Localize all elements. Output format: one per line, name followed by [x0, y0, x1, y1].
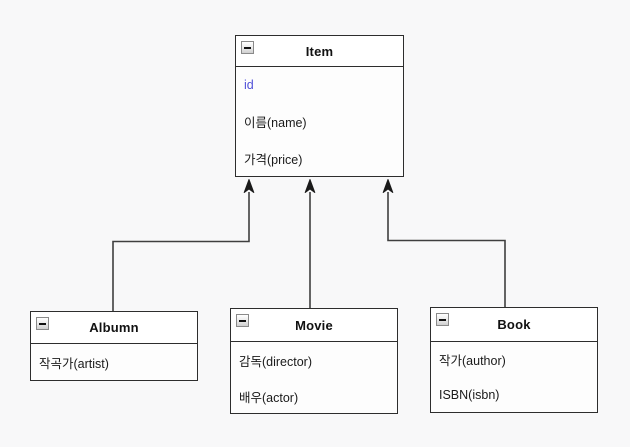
field-price[interactable]: 가격(price)	[244, 152, 303, 167]
arrowhead-icon	[382, 179, 394, 193]
field-author[interactable]: 작가(author)	[439, 354, 506, 368]
class-title: Movie	[295, 317, 333, 333]
arrowhead-icon	[304, 179, 316, 193]
class-title: Albumn	[89, 320, 139, 335]
class-title-bar[interactable]: Item	[236, 36, 403, 67]
class-fields: id 이름(name) 가격(price)	[236, 67, 403, 177]
minus-glyph	[244, 46, 251, 49]
connector-book-to-item[interactable]	[382, 179, 506, 308]
field-artist[interactable]: 작곡가(artist)	[39, 356, 109, 371]
class-title: Item	[305, 43, 334, 59]
connector-albumn-to-item[interactable]	[112, 179, 255, 312]
arrowhead-icon	[243, 179, 255, 193]
minus-glyph	[239, 319, 246, 322]
field-name[interactable]: 이름(name)	[244, 116, 307, 131]
class-box-item[interactable]: Item id 이름(name) 가격(price)	[235, 35, 404, 177]
minus-glyph	[439, 318, 446, 321]
collapse-minus-icon[interactable]	[241, 41, 254, 54]
class-box-albumn[interactable]: Albumn 작곡가(artist)	[30, 311, 198, 381]
class-fields: 감독(director) 배우(actor)	[231, 342, 397, 414]
collapse-minus-icon[interactable]	[236, 314, 249, 327]
class-title-bar[interactable]: Albumn	[31, 312, 197, 344]
field-isbn[interactable]: ISBN(isbn)	[439, 387, 500, 402]
class-title-bar[interactable]: Book	[431, 308, 597, 342]
collapse-minus-icon[interactable]	[36, 317, 49, 330]
class-fields: 작곡가(artist)	[31, 344, 197, 380]
collapse-minus-icon[interactable]	[436, 313, 449, 326]
class-box-movie[interactable]: Movie 감독(director) 배우(actor)	[230, 308, 398, 414]
minus-glyph	[39, 322, 46, 325]
connector-movie-to-item[interactable]	[304, 179, 316, 309]
field-id[interactable]: id	[244, 78, 254, 93]
class-box-book[interactable]: Book 작가(author) ISBN(isbn)	[430, 307, 598, 413]
class-title-bar[interactable]: Movie	[231, 309, 397, 342]
field-director[interactable]: 감독(director)	[239, 354, 313, 369]
field-actor[interactable]: 배우(actor)	[239, 390, 299, 405]
class-fields: 작가(author) ISBN(isbn)	[431, 342, 597, 412]
class-title: Book	[497, 317, 531, 332]
